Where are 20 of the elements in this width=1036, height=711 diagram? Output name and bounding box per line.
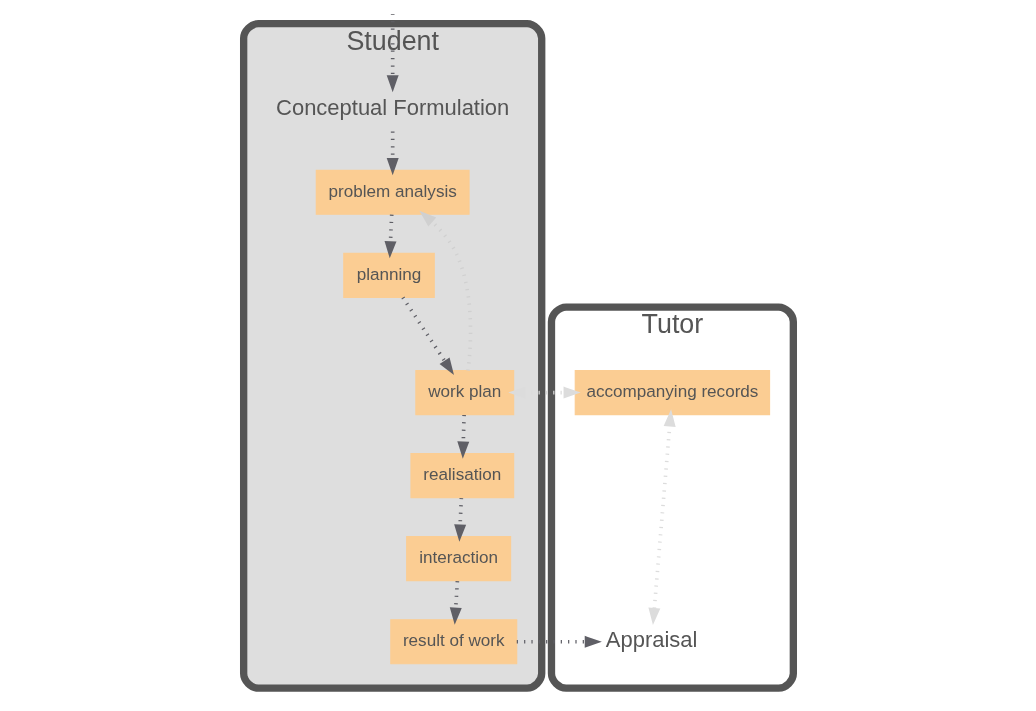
node-box: work plan <box>414 370 514 416</box>
arrow <box>386 131 399 176</box>
arrow <box>418 210 472 371</box>
node-box: problem analysis <box>315 169 470 215</box>
node-box: planning <box>342 252 435 298</box>
node-text: Conceptual Formulation <box>275 94 509 120</box>
node-box: result of work <box>389 619 517 665</box>
arrow <box>386 14 399 93</box>
arrow <box>647 409 676 626</box>
arrow <box>384 214 396 259</box>
arrow <box>516 635 602 648</box>
node-box: interaction <box>405 536 511 582</box>
node-box: accompanying records <box>574 370 770 416</box>
node-text: Appraisal <box>605 627 697 653</box>
arrow <box>507 386 581 399</box>
arrow <box>453 497 466 542</box>
arrow <box>400 296 454 376</box>
arrow <box>456 414 469 459</box>
node-box: realisation <box>409 453 514 499</box>
arrow <box>449 581 462 625</box>
